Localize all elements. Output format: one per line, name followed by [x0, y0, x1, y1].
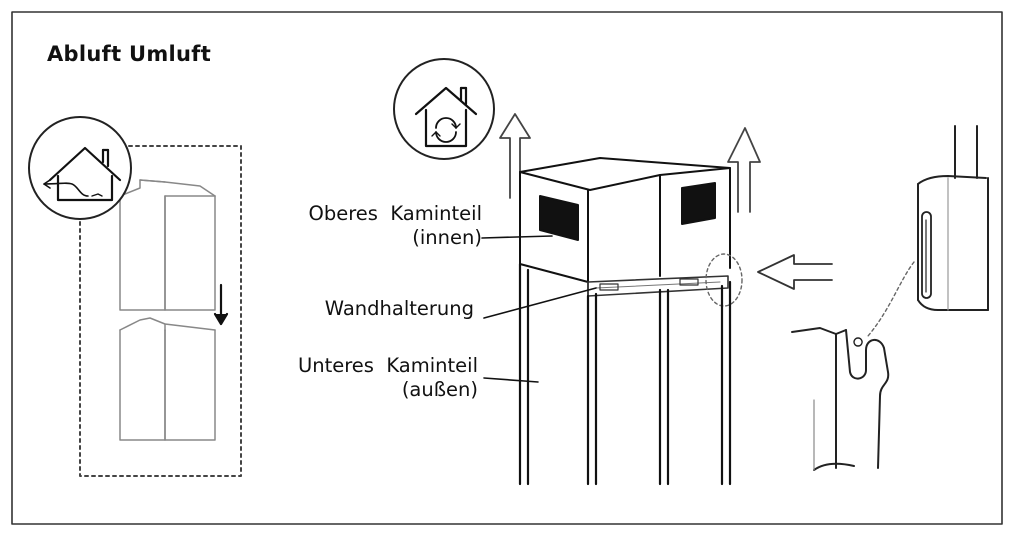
- label-lower-chimney: Unteres Kaminteil (außen): [250, 354, 478, 402]
- page-title: Abluft Umluft: [47, 42, 212, 66]
- exhaust-variant-group: [28, 116, 242, 477]
- left-lower-chimney-part: [119, 317, 216, 441]
- pointer-arrow-left-icon: [757, 254, 833, 290]
- upper-chimney-box: [519, 157, 731, 283]
- label-upper-chimney-line2: (innen): [412, 226, 482, 249]
- bracket-detail-group: [791, 125, 989, 471]
- label-upper-chimney: Oberes Kaminteil (innen): [258, 202, 482, 250]
- label-lower-chimney-line2: (außen): [401, 378, 478, 401]
- left-vent-opening: [539, 195, 579, 241]
- label-wall-bracket: Wandhalterung: [324, 297, 474, 320]
- house-exhaust-air-icon: [28, 116, 132, 220]
- right-vent-opening: [681, 182, 716, 225]
- detail-highlight-circle: [705, 253, 743, 307]
- dotted-selection-box: [79, 145, 242, 477]
- diagram-frame: [11, 11, 1003, 525]
- house-recirculation-icon: [393, 58, 495, 160]
- wall-bracket-rail: [587, 275, 729, 297]
- label-lower-chimney-line1: Unteres Kaminteil: [297, 354, 478, 377]
- down-arrow-icon: [213, 283, 229, 326]
- air-up-arrow-right-icon: [727, 127, 761, 213]
- label-leader-lines: [481, 235, 597, 383]
- detail-connector-line: [867, 261, 915, 337]
- detail-hook-profile: [791, 327, 890, 471]
- lower-chimney-box: [518, 262, 732, 486]
- detail-wall-slot: [917, 125, 989, 311]
- label-upper-chimney-line1: Oberes Kaminteil: [308, 202, 482, 225]
- left-upper-chimney-part: [119, 179, 216, 311]
- main-chimney-group: [393, 58, 833, 486]
- air-up-arrow-left-icon: [499, 113, 531, 199]
